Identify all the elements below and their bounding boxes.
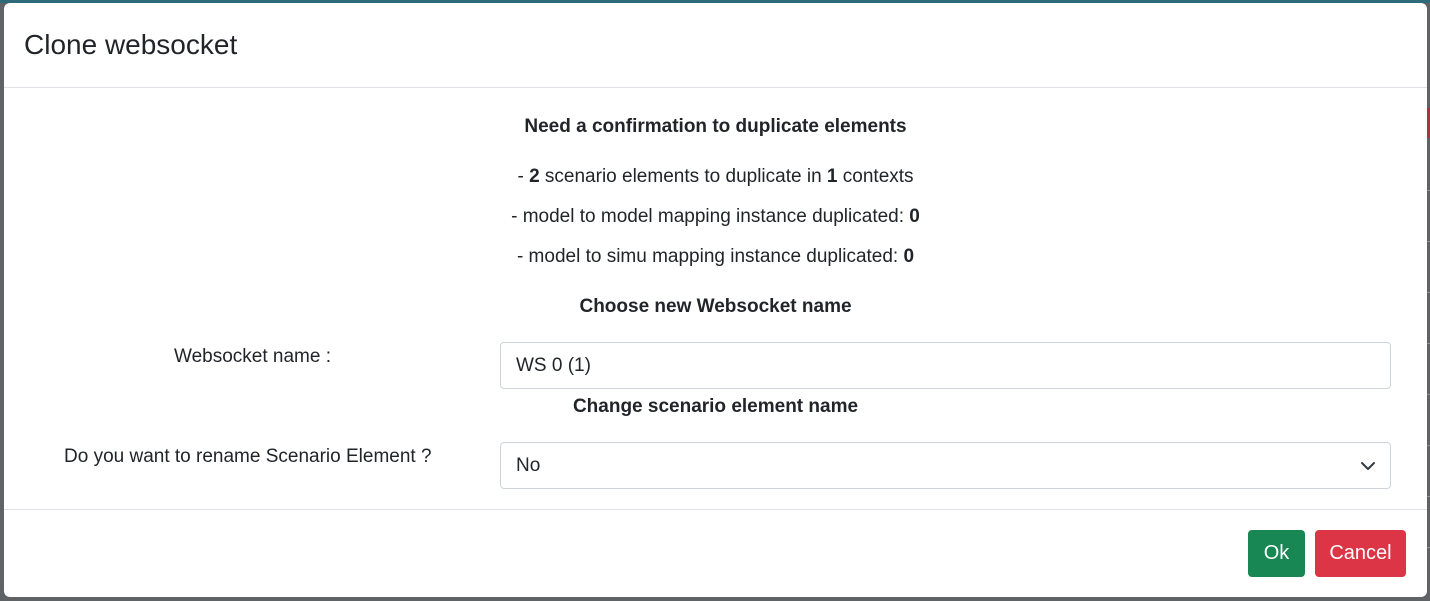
ok-button[interactable]: Ok (1248, 530, 1305, 577)
scenario-elements-summary: - 2 scenario elements to duplicate in 1 … (517, 166, 914, 187)
scenario-count: 2 (529, 166, 540, 187)
rename-scenario-label: Do you want to rename Scenario Element ? (64, 446, 432, 467)
model-to-model-summary: - model to model mapping instance duplic… (511, 206, 920, 227)
background-tab (1424, 108, 1430, 138)
dialog-body: Need a confirmation to duplicate element… (4, 89, 1427, 509)
model-to-simu-summary: - model to simu mapping instance duplica… (516, 246, 915, 267)
scenario-element-heading: Change scenario element name (572, 396, 859, 417)
rename-scenario-selected-value: No (516, 455, 541, 476)
dialog-header: Clone websocket (4, 3, 1427, 88)
model-to-simu-count: 0 (903, 246, 915, 267)
dialog-title: Clone websocket (24, 29, 238, 60)
background-table-lines (1426, 140, 1430, 580)
background-app-header (0, 0, 1430, 3)
dialog-footer: Ok Cancel (4, 509, 1427, 597)
websocket-name-label: Websocket name : (174, 346, 332, 367)
websocket-name-heading: Choose new Websocket name (579, 296, 852, 317)
cancel-button[interactable]: Cancel (1315, 530, 1406, 577)
context-count: 1 (826, 166, 838, 187)
confirmation-heading: Need a confirmation to duplicate element… (524, 116, 907, 137)
clone-websocket-dialog: Clone websocket Need a confirmation to d… (4, 3, 1427, 597)
rename-scenario-select[interactable]: No (500, 442, 1391, 489)
chevron-down-icon (1361, 462, 1375, 470)
websocket-name-input[interactable] (500, 342, 1391, 389)
model-to-model-count: 0 (909, 206, 920, 227)
